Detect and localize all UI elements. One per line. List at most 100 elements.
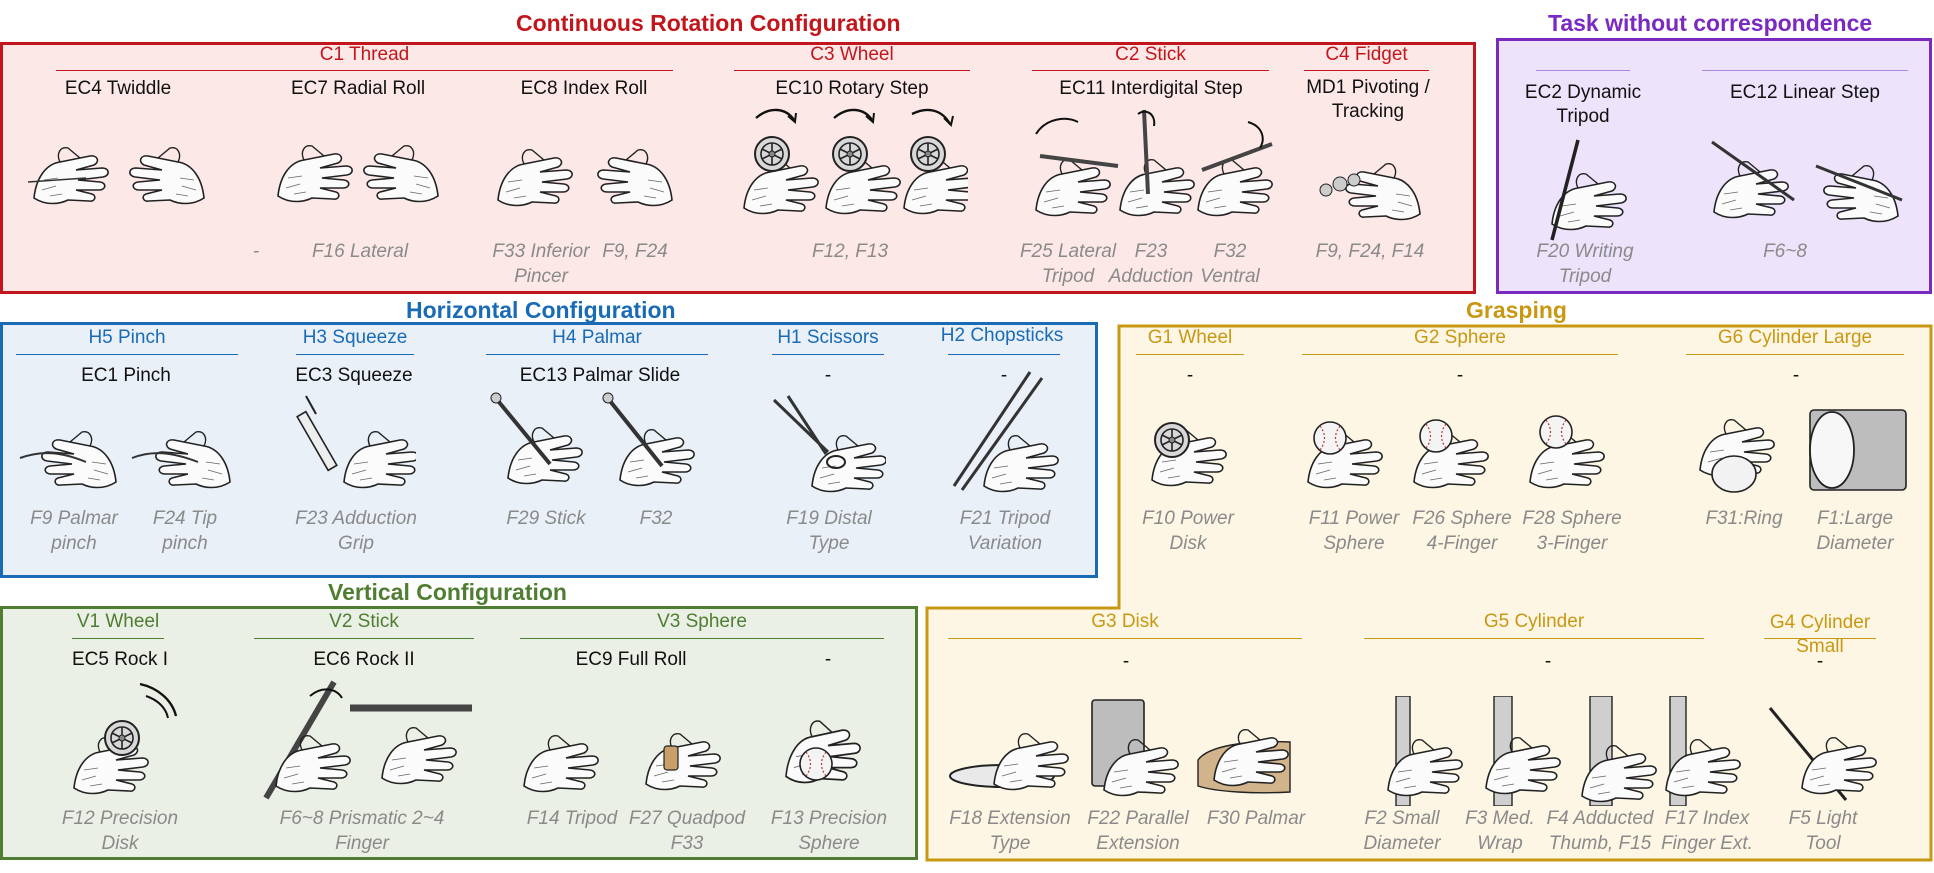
caption-f5-light-tool: F5 Light Tool bbox=[1788, 808, 1858, 854]
group-label-v1-wheel: V1 Wheel bbox=[76, 611, 160, 632]
group-underline-g2 bbox=[1302, 354, 1618, 355]
hand-syringe-squeeze-illustration bbox=[296, 390, 416, 496]
caption-f32-ventral: F32 Ventral bbox=[1200, 241, 1260, 287]
hand-cylinder-large-illustration bbox=[1686, 396, 1912, 500]
caption-f23-adduction: F23 Adduction bbox=[1108, 241, 1194, 287]
caption-f28-sphere-3-finger: F28 Sphere 3-Finger bbox=[1522, 508, 1622, 554]
caption-f12-precision-disk: F12 Precision Disk bbox=[61, 808, 179, 854]
group-underline-g3 bbox=[948, 638, 1302, 639]
caption-f21-tripod-variation: F21 Tripod Variation bbox=[959, 508, 1051, 554]
group-underline-v2 bbox=[254, 638, 474, 639]
task-underline-right bbox=[1702, 70, 1908, 71]
group-underline-h2 bbox=[948, 354, 1060, 355]
hand-sphere-grasps-illustration bbox=[1300, 394, 1630, 496]
task-g1-dash: - bbox=[1186, 365, 1194, 386]
task-ec2-dynamic-tripod: EC2 Dynamic Tripod bbox=[1524, 82, 1642, 127]
caption-f6-8-prismatic: F6~8 Prismatic 2~4 Finger bbox=[279, 808, 445, 854]
caption-f32: F32 bbox=[639, 508, 673, 529]
hand-pinch-illustration bbox=[12, 410, 240, 496]
task-ec10-rotary-step: EC10 Rotary Step bbox=[775, 78, 929, 99]
caption-f25-lateral-tripod: F25 Lateral Tripod bbox=[1019, 241, 1117, 287]
task-ec7-radial-roll: EC7 Radial Roll bbox=[290, 78, 426, 99]
task-md1-pivoting-tracking: MD1 Pivoting / Tracking bbox=[1306, 77, 1430, 122]
task-without-correspondence-title: Task without correspondence bbox=[1548, 10, 1873, 36]
caption-f33-inferior-pincer: F33 Inferior Pincer bbox=[492, 241, 590, 287]
hand-chopsticks-illustration bbox=[946, 370, 1062, 496]
group-underline-v1 bbox=[72, 638, 164, 639]
group-label-h3-squeeze: H3 Squeeze bbox=[302, 327, 408, 348]
grasping-title: Grasping bbox=[1466, 297, 1567, 323]
hand-rock-wheel-illustration bbox=[62, 674, 180, 802]
caption-f9-palmar-pinch: F9 Palmar pinch bbox=[30, 508, 118, 554]
task-g4-dash: - bbox=[1816, 651, 1824, 672]
caption-f4-adducted-thumb-f15: F4 Adducted Thumb, F15 bbox=[1546, 808, 1654, 854]
hand-linear-step-stick-illustration bbox=[1706, 136, 1906, 236]
task-without-correspondence-panel bbox=[1496, 38, 1932, 294]
group-underline-g5 bbox=[1364, 638, 1704, 639]
group-label-g3-disk: G3 Disk bbox=[1091, 611, 1159, 632]
task-ec11-interdigital-step: EC11 Interdigital Step bbox=[1059, 78, 1243, 99]
caption-f23-adduction-grip: F23 Adduction Grip bbox=[295, 508, 417, 554]
caption-f20-writing-tripod: F20 Writing Tripod bbox=[1536, 241, 1634, 287]
hand-light-tool-illustration bbox=[1764, 704, 1880, 806]
task-ec13-palmar-slide: EC13 Palmar Slide bbox=[519, 365, 681, 386]
continuous-rotation-panel bbox=[0, 42, 1476, 294]
caption-f31-ring: F31:Ring bbox=[1705, 508, 1783, 529]
group-underline-h1 bbox=[772, 354, 884, 355]
group-label-g4-cylinder-small: G4 Cylinder Small bbox=[1769, 612, 1871, 657]
caption-f6-8: F6~8 bbox=[1763, 241, 1807, 262]
task-g2-dash: - bbox=[1456, 365, 1464, 386]
hand-fidget-spinner-illustration bbox=[1314, 150, 1428, 222]
hand-power-disk-illustration bbox=[1136, 392, 1236, 496]
task-underline-left bbox=[1536, 70, 1630, 71]
caption-f27-quadpod-f33: F27 Quadpod F33 bbox=[628, 808, 746, 854]
group-underline-c1 bbox=[56, 70, 673, 71]
caption-f11-power-sphere: F11 Power Sphere bbox=[1308, 508, 1400, 554]
hand-twiddle-illustration bbox=[26, 138, 212, 208]
task-v3-dash: - bbox=[824, 649, 832, 670]
group-underline-h3 bbox=[296, 354, 414, 355]
hand-cylinder-grasps-illustration bbox=[1364, 696, 1760, 806]
caption-f29-stick: F29 Stick bbox=[506, 508, 586, 529]
group-label-g2-sphere: G2 Sphere bbox=[1414, 327, 1506, 348]
continuous-rotation-title: Continuous Rotation Configuration bbox=[516, 10, 901, 36]
task-h2-dash: - bbox=[1000, 365, 1008, 386]
caption-f18-extension-type: F18 Extension Type bbox=[949, 808, 1071, 854]
hand-writing-pen-illustration bbox=[1534, 136, 1630, 248]
task-g5-dash: - bbox=[1544, 651, 1552, 672]
group-underline-c2 bbox=[1032, 70, 1269, 71]
caption-f1-large-diameter: F1:Large Diameter bbox=[1816, 508, 1894, 554]
task-ec6-rock-ii: EC6 Rock II bbox=[313, 649, 415, 670]
group-label-g5-cylinder: G5 Cylinder bbox=[1483, 611, 1585, 632]
group-underline-h4 bbox=[486, 354, 708, 355]
task-g3-dash: - bbox=[1122, 651, 1130, 672]
group-label-c4-fidget: C4 Fidget bbox=[1325, 44, 1408, 65]
caption-f13-precision-sphere: F13 Precision Sphere bbox=[770, 808, 888, 854]
task-h1-dash: - bbox=[824, 365, 832, 386]
caption-f9-f24-f14: F9, F24, F14 bbox=[1315, 241, 1425, 262]
group-underline-c4 bbox=[1304, 70, 1429, 71]
task-ec12-linear-step: EC12 Linear Step bbox=[1730, 82, 1880, 103]
task-ec3-squeeze: EC3 Squeeze bbox=[295, 365, 413, 386]
caption-f3-med-wrap: F3 Med. Wrap bbox=[1465, 808, 1535, 854]
vertical-configuration-panel bbox=[0, 606, 918, 860]
task-ec9-full-roll: EC9 Full Roll bbox=[575, 649, 687, 670]
task-ec4-twiddle: EC4 Twiddle bbox=[64, 78, 172, 99]
caption-f30-palmar: F30 Palmar bbox=[1206, 808, 1306, 829]
hand-palmar-slide-illustration bbox=[486, 386, 712, 496]
task-ec8-index-roll: EC8 Index Roll bbox=[520, 78, 648, 99]
task-ec5-rock-i: EC5 Rock I bbox=[71, 649, 169, 670]
horizontal-configuration-title: Horizontal Configuration bbox=[406, 297, 676, 323]
group-label-v2-stick: V2 Stick bbox=[329, 611, 399, 632]
task-ec1-pinch: EC1 Pinch bbox=[81, 365, 171, 386]
group-underline-v3 bbox=[520, 638, 884, 639]
caption-f24-tip-pinch: F24 Tip pinch bbox=[152, 508, 218, 554]
hand-rotary-step-wheels-illustration bbox=[736, 104, 968, 228]
group-label-h1-scissors: H1 Scissors bbox=[777, 327, 879, 348]
group-underline-g1 bbox=[1136, 354, 1244, 355]
group-label-c3-wheel: C3 Wheel bbox=[810, 44, 894, 65]
hand-scissors-illustration bbox=[770, 392, 886, 496]
caption-f9-f24: F9, F24 bbox=[602, 241, 668, 262]
caption-f16-lateral: F16 Lateral bbox=[311, 241, 409, 262]
group-label-v3-sphere: V3 Sphere bbox=[657, 611, 747, 632]
